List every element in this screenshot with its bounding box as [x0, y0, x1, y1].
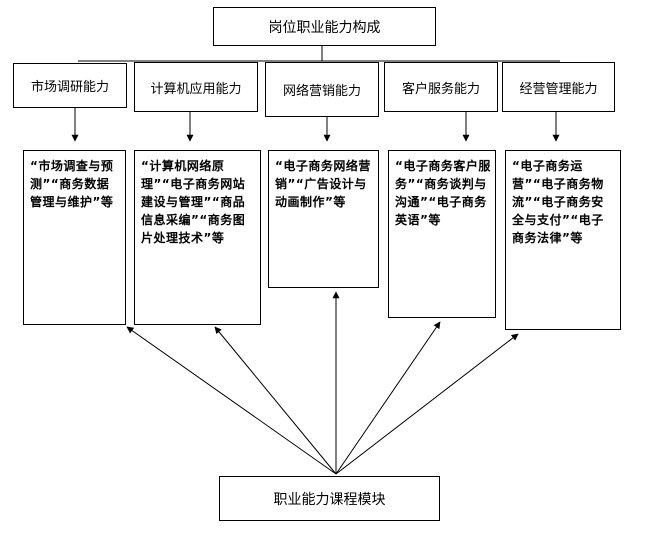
ability-label-5: 经营管理能力: [519, 81, 598, 97]
ability-label-box-5: 经营管理能力: [502, 62, 615, 112]
top-box-title: 岗位职业能力构成: [268, 19, 381, 36]
ability-label-4: 客户服务能力: [401, 81, 480, 97]
ability-label-2: 计算机应用能力: [150, 81, 242, 97]
ability-detail-box-3: “电子商务网络营销”“广告设计与动画制作”等: [268, 150, 379, 288]
ability-detail-5: “电子商务运营”“电子商务物流”“电子商务安全与支付”“电子商务法律”等: [512, 159, 604, 245]
ability-detail-box-2: “计算机网络原理”“电子商务网站建设与管理”“商品信息采编”“商务图片处理技术”…: [134, 150, 261, 325]
arrow-fan-2: [214, 326, 337, 475]
ability-detail-box-1: “市场调查与预测”“商务数据管理与维护”等: [23, 150, 126, 325]
bottom-box: 职业能力课程模块: [219, 476, 440, 521]
ability-detail-4: “电子商务客户服务”“商务谈判与沟通”“电子商务英语”等: [395, 159, 491, 227]
ability-label-box-1: 市场调研能力: [13, 63, 127, 108]
arrow-fan-1: [126, 326, 337, 475]
ability-detail-2: “计算机网络原理”“电子商务网站建设与管理”“商品信息采编”“商务图片处理技术”…: [141, 159, 246, 245]
ability-label-box-4: 客户服务能力: [384, 62, 498, 112]
ability-label-box-2: 计算机应用能力: [134, 62, 258, 112]
arrow-fan-4: [335, 321, 441, 475]
ability-detail-3: “电子商务网络营销”“广告设计与动画制作”等: [275, 159, 371, 209]
arrow-fan-5: [335, 333, 519, 475]
ability-detail-1: “市场调查与预测”“商务数据管理与维护”等: [30, 159, 114, 209]
top-box: 岗位职业能力构成: [213, 7, 436, 46]
ability-detail-box-5: “电子商务运营”“电子商务物流”“电子商务安全与支付”“电子商务法律”等: [505, 150, 621, 330]
ability-label-3: 网络营销能力: [282, 84, 361, 99]
ability-detail-box-4: “电子商务客户服务”“商务谈判与沟通”“电子商务英语”等: [388, 150, 496, 318]
ability-label-1: 市场调研能力: [30, 80, 109, 95]
ability-label-box-3: 网络营销能力: [265, 62, 379, 117]
bottom-box-title: 职业能力课程模块: [273, 491, 386, 508]
